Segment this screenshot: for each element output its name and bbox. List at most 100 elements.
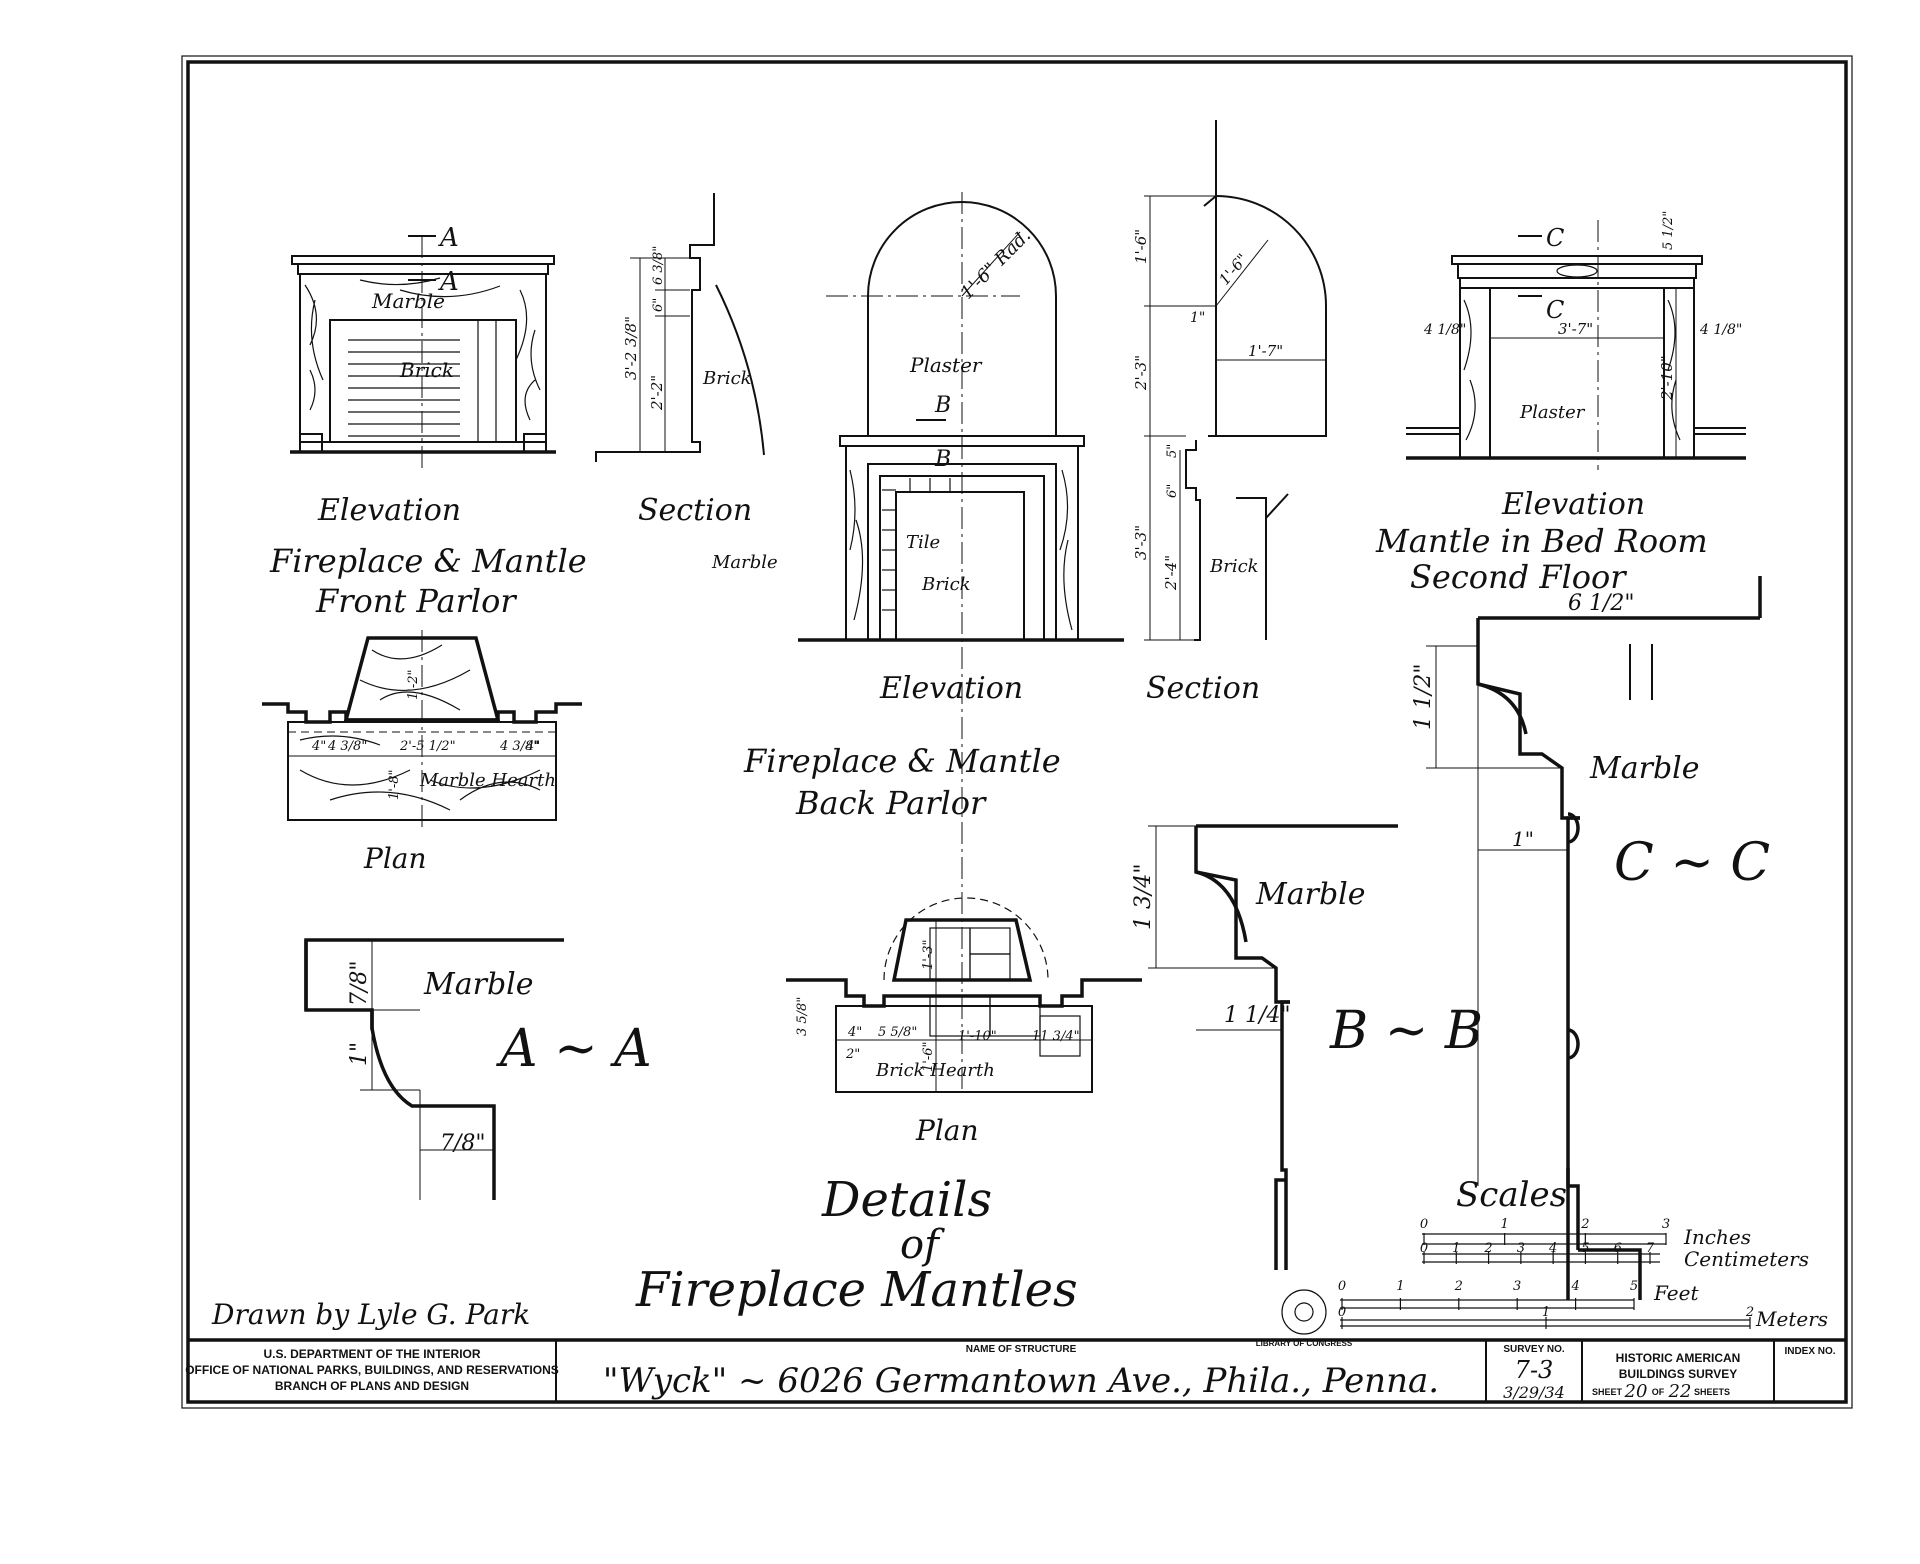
dim-3-3: 3'-3" — [1132, 525, 1150, 560]
back-parlor-title-1: Fireplace & Mantle — [743, 742, 1061, 780]
dim-6-in: 6" — [651, 298, 666, 312]
section-marker-b-bottom: B — [934, 447, 951, 472]
dim-4-1-8-left: 4 1/8" — [1423, 322, 1466, 338]
scale-tick-label: 5 — [1630, 1279, 1638, 1294]
dim-1-2: 1'-2" — [406, 670, 421, 701]
dim-2-10: 2'-10" — [1658, 355, 1676, 401]
title-block: U.S. DEPARTMENT OF THE INTERIOR OFFICE O… — [185, 1338, 1846, 1402]
bed-title-2: Second Floor — [1410, 558, 1627, 596]
dim-7-8-bottom: 7/8" — [440, 1131, 486, 1156]
scale-tick-label: 3 — [1513, 1279, 1521, 1294]
dim-5-1-2: 5 1/2" — [1661, 211, 1676, 250]
dim-3-5-8: 3 5/8" — [795, 997, 810, 1036]
bed-elevation-title: Elevation — [1501, 487, 1645, 522]
dim-1-in-bp: 1" — [1190, 310, 1205, 326]
front-elevation-title: Elevation — [317, 493, 461, 528]
dim-4-bp-plan: 4" — [847, 1025, 862, 1040]
scale-tick-label: 1 — [1452, 1241, 1460, 1256]
dim-3-7: 3'-7" — [1558, 320, 1593, 338]
name-of-structure-label: NAME OF STRUCTURE — [966, 1344, 1077, 1355]
dim-2-5-1-2: 2'-5 1/2" — [399, 739, 456, 754]
section-cc-profile: 6 1/2" 1 1/2" 1" Marble C ~ C — [1411, 576, 1770, 1300]
back-sect-brick-label: Brick — [1209, 556, 1259, 577]
dim-4-left: 4" — [311, 739, 326, 754]
back-elevation-title: Elevation — [879, 671, 1023, 706]
dim-6-3-8: 6 3/8" — [651, 246, 666, 285]
dim-5-5-8: 5 5/8" — [878, 1025, 917, 1040]
scale-tick-label: 0 — [1338, 1305, 1346, 1320]
loc-seal: LIBRARY OF CONGRESS — [1256, 1289, 1353, 1348]
habs-line-1: HISTORIC AMERICAN — [1616, 1351, 1741, 1365]
scale-tick-label: 3 — [1662, 1217, 1670, 1232]
back-parlor-title-2: Back Parlor — [795, 784, 987, 822]
dim-1-in-cc: 1" — [1512, 827, 1534, 851]
dim-1-1-4: 1 1/4" — [1224, 1003, 1291, 1028]
section-cc-label: C ~ C — [1614, 833, 1770, 893]
back-section-title: Section — [1146, 671, 1260, 706]
survey-date: 3/29/34 — [1503, 1383, 1565, 1402]
front-parlor-plan: 4" 4 3/8" 2'-5 1/2" 4 3/8" 4" 1'-2" 1'-8… — [262, 630, 582, 828]
bed-plaster-label: Plaster — [1519, 402, 1586, 423]
dim-5-bp: 5" — [1165, 444, 1180, 458]
scale-cm-label: Centimeters — [1684, 1247, 1809, 1271]
dim-2-in: 2" — [845, 1047, 860, 1062]
aa-marble-label: Marble — [423, 967, 534, 1002]
section-marker-a-top: A — [438, 223, 459, 253]
sheet-prefix: SHEET — [1592, 1387, 1623, 1397]
front-parlor-elevation: A A Marble Brick — [290, 223, 556, 470]
section-bb-label: B ~ B — [1329, 1001, 1483, 1061]
scale-tick-label: 2 — [1454, 1279, 1463, 1294]
dim-2-2: 2'-2" — [648, 375, 666, 411]
section-marker-b-top: B — [934, 393, 951, 418]
sheet-total: 22 — [1668, 1381, 1692, 1402]
dim-1-1-2: 1 1/2" — [1411, 663, 1436, 730]
scale-tick-label: 0 — [1420, 1217, 1428, 1232]
front-parlor-title-2: Front Parlor — [315, 582, 517, 620]
bed-title-1: Mantle in Bed Room — [1375, 522, 1708, 560]
section-aa-label: A ~ A — [496, 1019, 652, 1079]
survey-no-label: SURVEY NO. — [1503, 1344, 1565, 1355]
front-plan-title: Plan — [363, 842, 427, 875]
dim-4-3-8-left: 4 3/8" — [327, 739, 367, 754]
dim-1-8: 1'-8" — [387, 770, 402, 801]
dim-6-bp: 6" — [1165, 484, 1180, 498]
dept-line-1: U.S. DEPARTMENT OF THE INTERIOR — [263, 1347, 480, 1361]
back-parlor-section: 1'-6" 2'-3" 3'-3" 2'-4" 6" 5" 1'-6" 1" 1… — [1132, 120, 1327, 641]
sheet-number: 20 — [1624, 1381, 1648, 1402]
bedroom-elevation: C C 3'-7" 4 1/8" 4 1/8" 2'-10" 5 1/2" Pl… — [1406, 211, 1746, 470]
marble-hearth-label: Marble Hearth — [419, 770, 556, 791]
main-title-3: Fireplace Mantles — [635, 1262, 1078, 1318]
dim-4-right: 4" — [525, 739, 540, 754]
dim-1-6-arch: 1'-6" — [1132, 229, 1150, 264]
dim-1-6-plan: 1'-6" — [921, 1042, 936, 1073]
dim-3-2-3-8: 3'-2 3/8" — [622, 316, 640, 380]
dim-6-1-2: 6 1/2" — [1568, 591, 1635, 616]
back-elev-brick-label: Brick — [921, 574, 971, 595]
front-parlor-title-1: Fireplace & Mantle — [269, 542, 587, 580]
outer-border — [181, 55, 1853, 1409]
scale-meters-label: Meters — [1755, 1307, 1828, 1331]
inner-border — [186, 60, 1848, 1404]
dim-1-10: 1'-10" — [958, 1029, 997, 1044]
section-marker-c-bottom: C — [1546, 296, 1564, 324]
scale-tick-label: 4 — [1548, 1241, 1557, 1256]
section-marker-a-bottom: A — [438, 267, 459, 297]
dim-1-6-radius: 1'-6" — [1215, 250, 1251, 289]
section-bb-profile: 1 3/4" 1 1/4" Marble B ~ B — [1131, 824, 1483, 1270]
scale-tick-label: 0 — [1338, 1279, 1346, 1294]
dim-2-3: 2'-3" — [1132, 355, 1150, 391]
structure-name: "Wyck" ~ 6026 Germantown Ave., Phila., P… — [603, 1361, 1439, 1401]
main-title-2: of — [900, 1222, 945, 1268]
back-elev-marble-label: Marble — [711, 552, 778, 573]
scale-feet-label: Feet — [1653, 1281, 1699, 1305]
survey-number: 7-3 — [1515, 1356, 1554, 1384]
back-parlor-elevation: 1'-6" Rad. Plaster B B Marble Tile Brick — [711, 192, 1124, 1090]
dim-1-in-aa: 1" — [347, 1042, 372, 1066]
section-marker-c-top: C — [1546, 224, 1564, 252]
front-elev-brick-label: Brick — [399, 358, 454, 382]
habs-line-2: BUILDINGS SURVEY — [1619, 1367, 1737, 1381]
dim-1-7: 1'-7" — [1248, 342, 1283, 360]
